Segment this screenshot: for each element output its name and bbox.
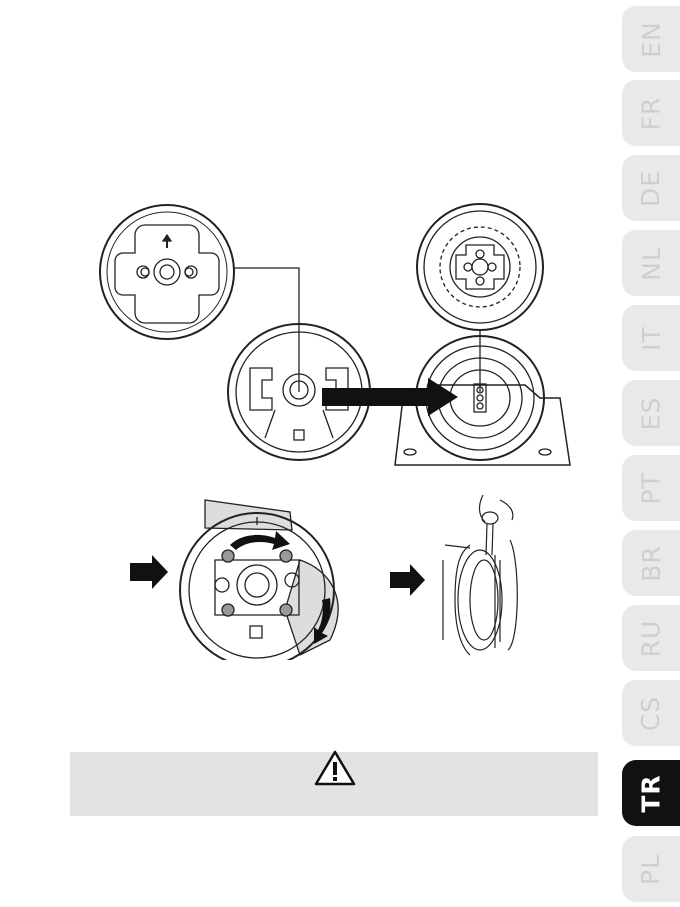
arrow-right-icon <box>390 564 425 596</box>
wheel-hub-zoom <box>100 205 234 339</box>
tab-cs[interactable]: CS <box>622 680 680 746</box>
tab-de[interactable]: DE <box>622 155 680 221</box>
base-hub-zoom <box>417 204 543 330</box>
tab-fr[interactable]: FR <box>622 80 680 146</box>
rotate-arrow-icon <box>230 531 290 550</box>
tab-tr[interactable]: TR <box>622 760 680 826</box>
warning-triangle-icon <box>314 750 356 786</box>
wheel-attach-illustration <box>90 200 580 480</box>
language-tabs: EN FR DE NL IT ES PT BR RU CS TR PL <box>622 0 680 907</box>
screw-tighten-illustration <box>385 490 525 660</box>
wheel-lock-illustration <box>125 495 355 660</box>
tab-br[interactable]: BR <box>622 530 680 596</box>
tab-pl[interactable]: PL <box>622 836 680 902</box>
tab-nl[interactable]: NL <box>622 230 680 296</box>
tab-pt[interactable]: PT <box>622 455 680 521</box>
tab-en[interactable]: EN <box>622 6 680 72</box>
tab-es[interactable]: ES <box>622 380 680 446</box>
warning-box <box>70 752 598 816</box>
tab-it[interactable]: IT <box>622 305 680 371</box>
arrow-right-icon <box>130 555 168 589</box>
tab-ru[interactable]: RU <box>622 605 680 671</box>
